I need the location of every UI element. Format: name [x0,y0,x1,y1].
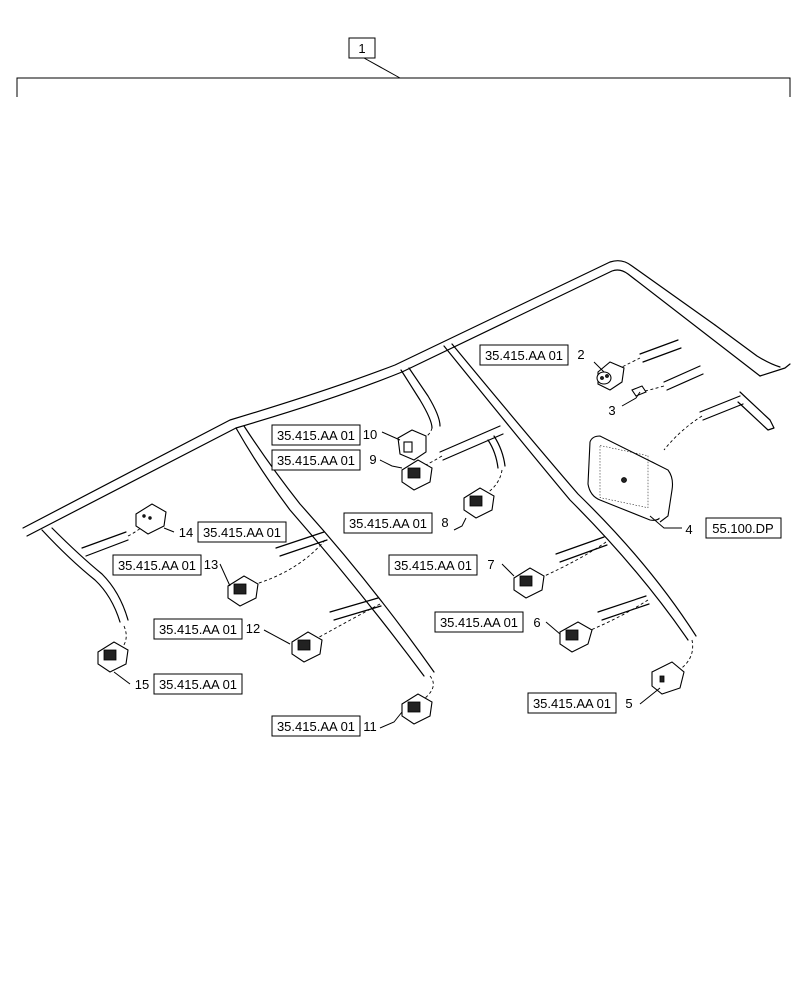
callout-11-number: 11 [363,719,377,734]
callout-8-number: 8 [441,515,448,530]
callout-7-ref: 35.415.AA 01 [394,558,472,573]
callout-13[interactable]: 35.415.AA 01 13 [112,554,218,576]
harness-sub-branches [81,339,744,621]
callout-9-number: 9 [369,452,376,467]
callout-4-ref: 55.100.DP [712,521,773,536]
callout-7[interactable]: 35.415.AA 01 7 [388,554,495,576]
module-pin-grid [599,445,649,509]
connector-14[interactable] [135,503,167,535]
connector-4-control-module[interactable] [587,435,674,523]
connector-12[interactable] [291,631,323,663]
connector-7[interactable] [513,567,545,599]
callout-13-ref: 35.415.AA 01 [118,558,196,573]
callout-12-number: 12 [246,621,260,636]
callout-5-number: 5 [625,696,632,711]
callout-2[interactable]: 35.415.AA 01 2 [479,344,585,366]
callout-6[interactable]: 35.415.AA 01 6 [434,611,541,633]
callout-11[interactable]: 35.415.AA 01 11 [271,715,377,737]
connector-3-terminal[interactable] [631,385,647,397]
connector-8[interactable] [463,487,495,519]
connector-6[interactable] [559,621,593,653]
callout-8-ref: 35.415.AA 01 [349,516,427,531]
callout-8[interactable]: 35.415.AA 01 8 [343,512,449,534]
callout-5-ref: 35.415.AA 01 [533,696,611,711]
callout-14[interactable]: 14 35.415.AA 01 [179,521,287,543]
connector-9[interactable] [401,459,433,491]
callout-10-number: 10 [363,427,377,442]
callout-4[interactable]: 4 55.100.DP [685,517,782,539]
callout-2-ref: 35.415.AA 01 [485,348,563,363]
callout-9[interactable]: 35.415.AA 01 9 [271,449,377,471]
callout-12[interactable]: 35.415.AA 01 12 [153,618,260,640]
callout-14-ref: 35.415.AA 01 [203,525,281,540]
callout-3-number: 3 [608,403,615,418]
callout-10-ref: 35.415.AA 01 [277,428,355,443]
connector-10[interactable] [397,429,427,461]
assembly-item-number: 1 [358,41,365,56]
callout-15[interactable]: 15 35.415.AA 01 [135,673,243,695]
callout-9-ref: 35.415.AA 01 [277,453,355,468]
assembly-item-label[interactable]: 1 [348,37,376,59]
callout-12-ref: 35.415.AA 01 [159,622,237,637]
callout-5[interactable]: 35.415.AA 01 5 [527,692,633,714]
callout-2-number: 2 [577,347,584,362]
harness-trunk [22,260,791,677]
assembly-bracket [16,57,791,97]
connector-15[interactable] [97,641,129,673]
connector-11[interactable] [401,693,433,725]
callout-14-number: 14 [179,525,193,540]
connector-5[interactable] [651,661,685,695]
callout-leaders [113,361,682,729]
callout-15-number: 15 [135,677,149,692]
callout-10[interactable]: 35.415.AA 01 10 [271,424,377,446]
callout-7-number: 7 [487,557,494,572]
callout-15-ref: 35.415.AA 01 [159,677,237,692]
callout-4-number: 4 [685,522,692,537]
callout-6-ref: 35.415.AA 01 [440,615,518,630]
callout-13-number: 13 [204,557,218,572]
connector-2[interactable] [596,361,625,391]
connector-13[interactable] [227,575,259,607]
callout-3[interactable]: 3 [608,403,615,418]
callout-11-ref: 35.415.AA 01 [277,719,355,734]
callout-6-number: 6 [533,615,540,630]
